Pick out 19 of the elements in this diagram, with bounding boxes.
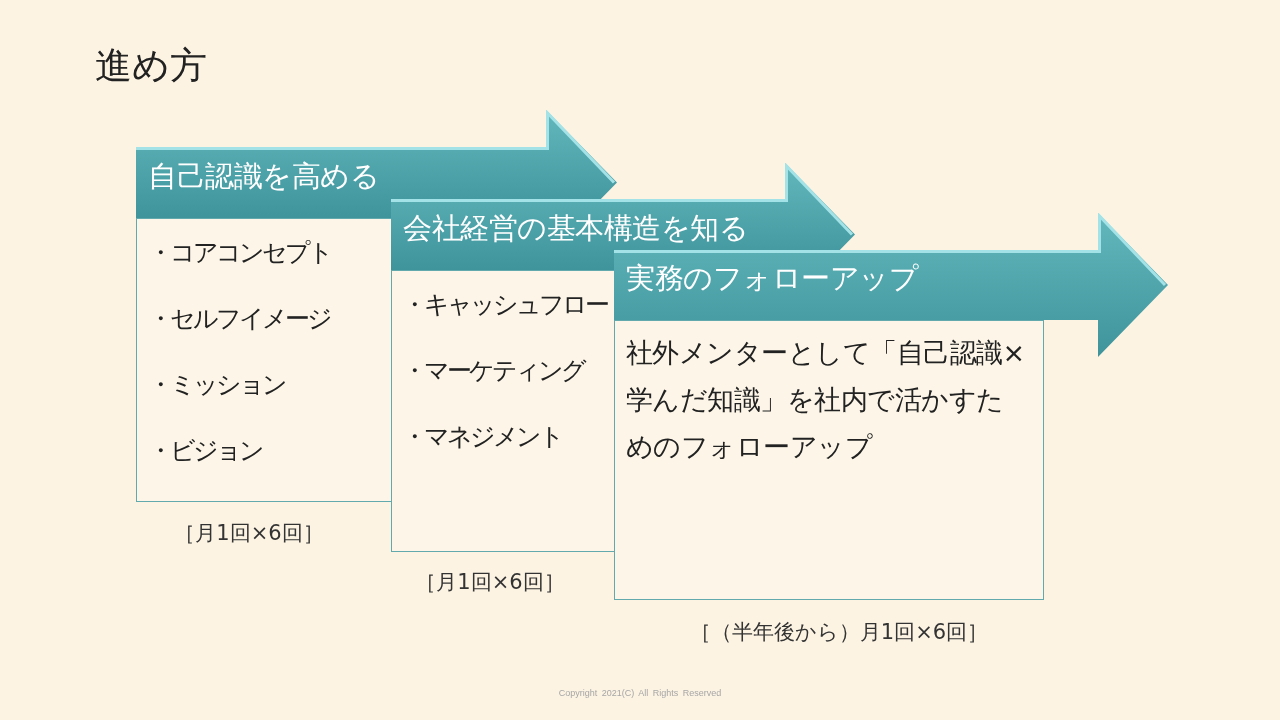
schedule-note: ［（半年後から）月1回×6回］ [689, 619, 989, 645]
bullet-item: ・キャッシュフロー [401, 288, 607, 321]
content-box [136, 218, 392, 502]
bullet-item: ・マネジメント [401, 420, 562, 453]
bullet-item: ・セルフイメージ [147, 302, 330, 335]
phase-title: 会社経営の基本構造を知る [403, 210, 748, 245]
description-text: 社外メンターとして「自己認識×学んだ知識」を社内で活かすためのフォローアップ [625, 336, 1026, 464]
content-box [614, 320, 1044, 600]
bullet-item: ・マーケティング [401, 354, 584, 387]
phase-title: 実務のフォローアップ [626, 261, 918, 295]
schedule-note: ［月1回×6回］ [174, 520, 324, 546]
copyright-text: Copyright 2021(C) All Rights Reserved [558, 687, 722, 699]
phase-title: 自己認識を高める [148, 158, 379, 193]
bullet-item: ・ビジョン [147, 434, 262, 467]
bullet-item: ・コアコンセプト [147, 236, 331, 269]
content-box [391, 270, 615, 552]
schedule-note: ［月1回×6回］ [415, 569, 565, 595]
slide-title: 進め方 [95, 43, 207, 89]
bullet-item: ・ミッション [147, 368, 285, 401]
